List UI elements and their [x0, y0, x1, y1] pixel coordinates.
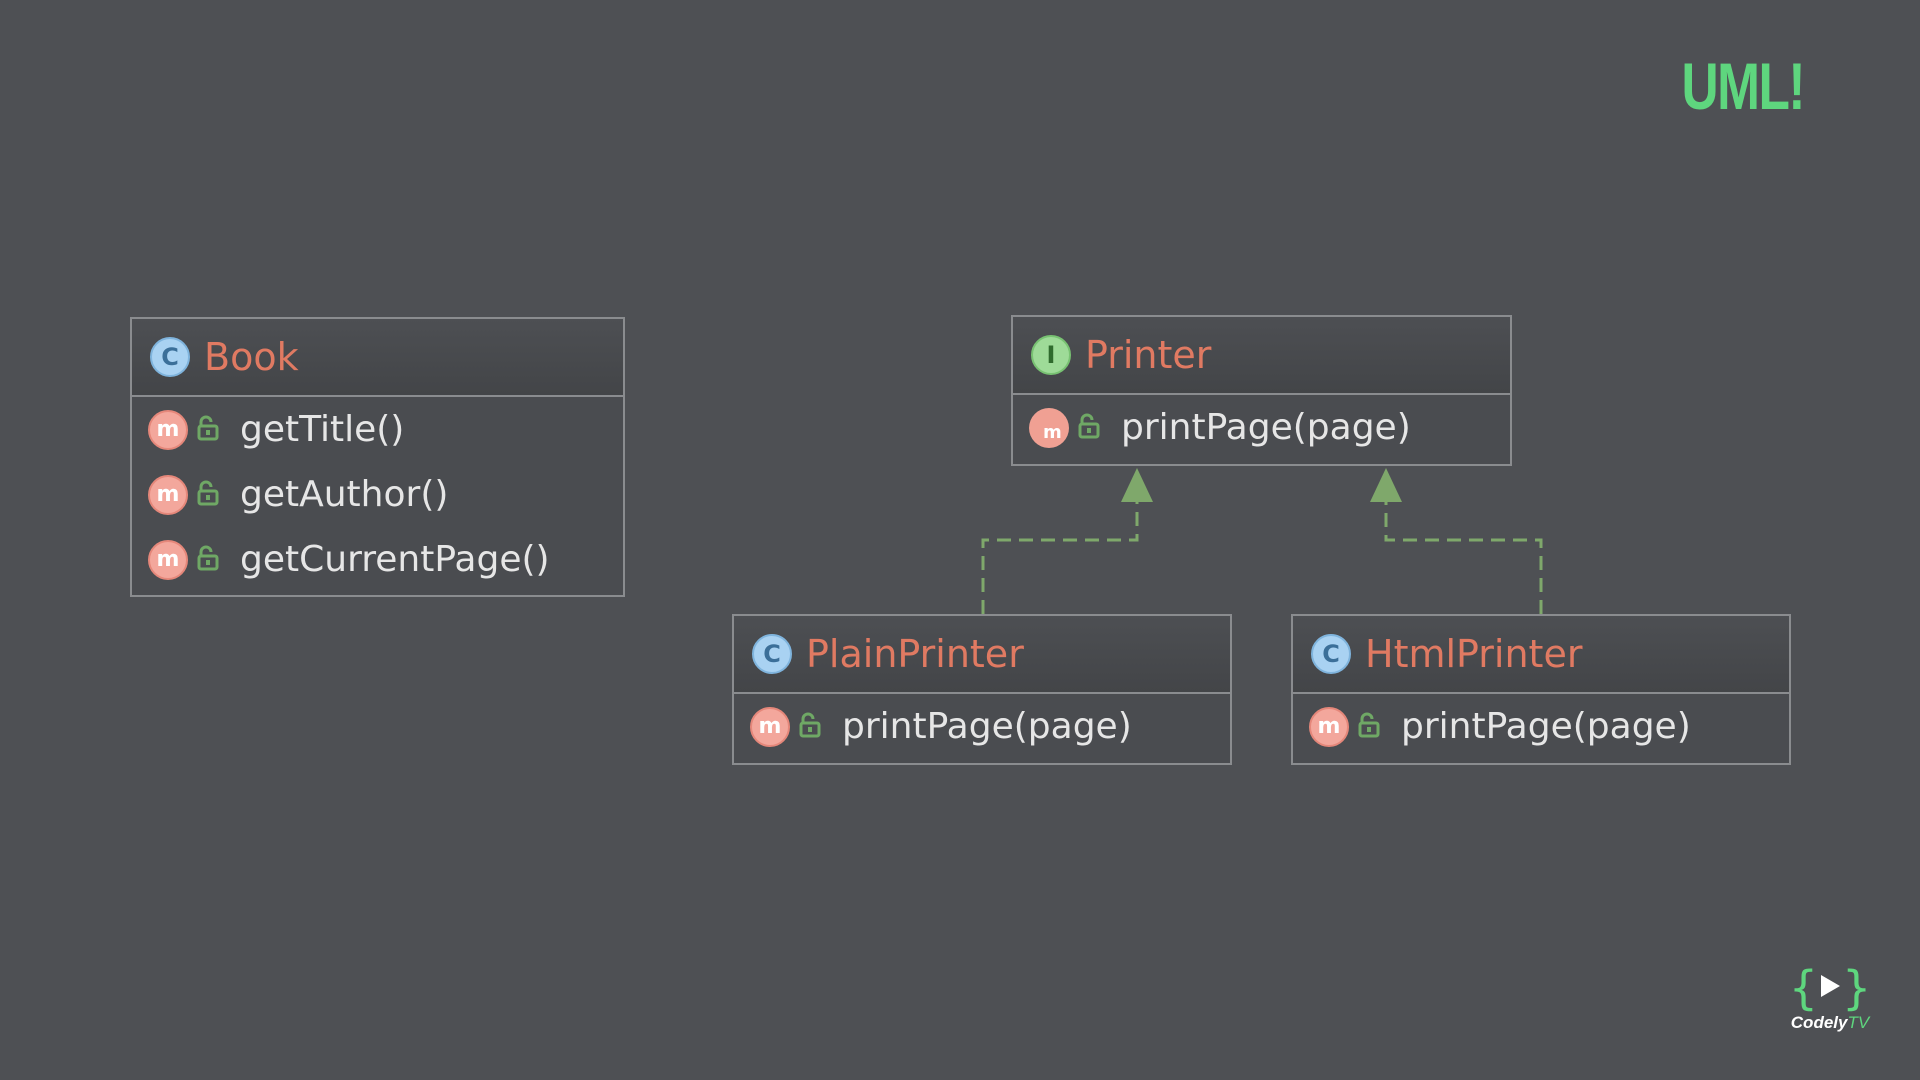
class-name: HtmlPrinter	[1365, 632, 1583, 676]
abstract-method-icon: m	[1029, 407, 1069, 448]
interface-box-printer[interactable]: I Printer m printPage(page)	[1011, 315, 1512, 466]
method-badge-icon: m	[148, 474, 188, 515]
method-row-getauthor[interactable]: m getAuthor()	[132, 462, 623, 527]
method-row-getcurrentpage[interactable]: m getCurrentPage()	[132, 527, 623, 592]
realization-htmlprinter-printer	[1384, 500, 1543, 614]
public-lock-icon	[1077, 413, 1101, 443]
interface-badge-icon: I	[1031, 335, 1071, 375]
method-row-gettitle[interactable]: m getTitle()	[132, 397, 623, 462]
public-lock-icon	[196, 480, 220, 510]
class-name: PlainPrinter	[806, 632, 1024, 676]
class-badge-icon: C	[752, 634, 792, 674]
realization-plainprinter-printer	[981, 500, 1139, 614]
public-lock-icon	[196, 415, 220, 445]
method-badge-icon: m	[148, 539, 188, 580]
public-lock-icon	[1357, 712, 1381, 742]
method-list: m printPage(page)	[1293, 694, 1789, 759]
class-box-htmlprinter[interactable]: C HtmlPrinter m printPage(page)	[1291, 614, 1791, 765]
class-badge-icon: C	[1311, 634, 1351, 674]
method-name: printPage(page)	[1401, 706, 1691, 747]
class-header-plainprinter: C PlainPrinter	[734, 616, 1230, 694]
realization-arrowhead-plainprinter	[1121, 468, 1153, 502]
logo-brand-bold: Codely	[1790, 1013, 1848, 1032]
method-badge-icon: m	[750, 706, 790, 747]
codelytv-logo: { } CodelyTV	[1788, 961, 1872, 1033]
logo-brand-light: TV	[1847, 1013, 1870, 1032]
method-list: m printPage(page)	[734, 694, 1230, 759]
class-header-htmlprinter: C HtmlPrinter	[1293, 616, 1789, 694]
method-row-printpage[interactable]: m printPage(page)	[734, 694, 1230, 759]
method-name: printPage(page)	[842, 706, 1132, 747]
class-name: Book	[204, 335, 299, 379]
class-box-book[interactable]: C Book m getTitle() m getAuthor() m getC…	[130, 317, 625, 597]
method-list: m getTitle() m getAuthor() m getCurrentP…	[132, 397, 623, 592]
public-lock-icon	[798, 712, 822, 742]
class-badge-icon: C	[150, 337, 190, 377]
class-header-book: C Book	[132, 319, 623, 397]
method-list: m printPage(page)	[1013, 395, 1510, 460]
svg-text:m: m	[1043, 422, 1062, 443]
public-lock-icon	[196, 545, 220, 575]
interface-header-printer: I Printer	[1013, 317, 1510, 395]
method-row-printpage[interactable]: m printPage(page)	[1293, 694, 1789, 759]
method-name: getCurrentPage()	[240, 539, 550, 580]
method-row-printpage[interactable]: m printPage(page)	[1013, 395, 1510, 460]
interface-name: Printer	[1085, 333, 1212, 377]
method-name: getAuthor()	[240, 474, 449, 515]
method-badge-icon: m	[1309, 706, 1349, 747]
method-name: printPage(page)	[1121, 407, 1411, 448]
logo-mark: { }	[1788, 961, 1872, 1015]
slide-title: UML!	[1681, 49, 1806, 123]
play-icon	[1818, 973, 1842, 1003]
realization-arrowhead-htmlprinter	[1370, 468, 1402, 502]
method-name: getTitle()	[240, 409, 405, 450]
class-box-plainprinter[interactable]: C PlainPrinter m printPage(page)	[732, 614, 1232, 765]
method-badge-icon: m	[148, 409, 188, 450]
logo-wordmark: CodelyTV	[1790, 1013, 1870, 1033]
